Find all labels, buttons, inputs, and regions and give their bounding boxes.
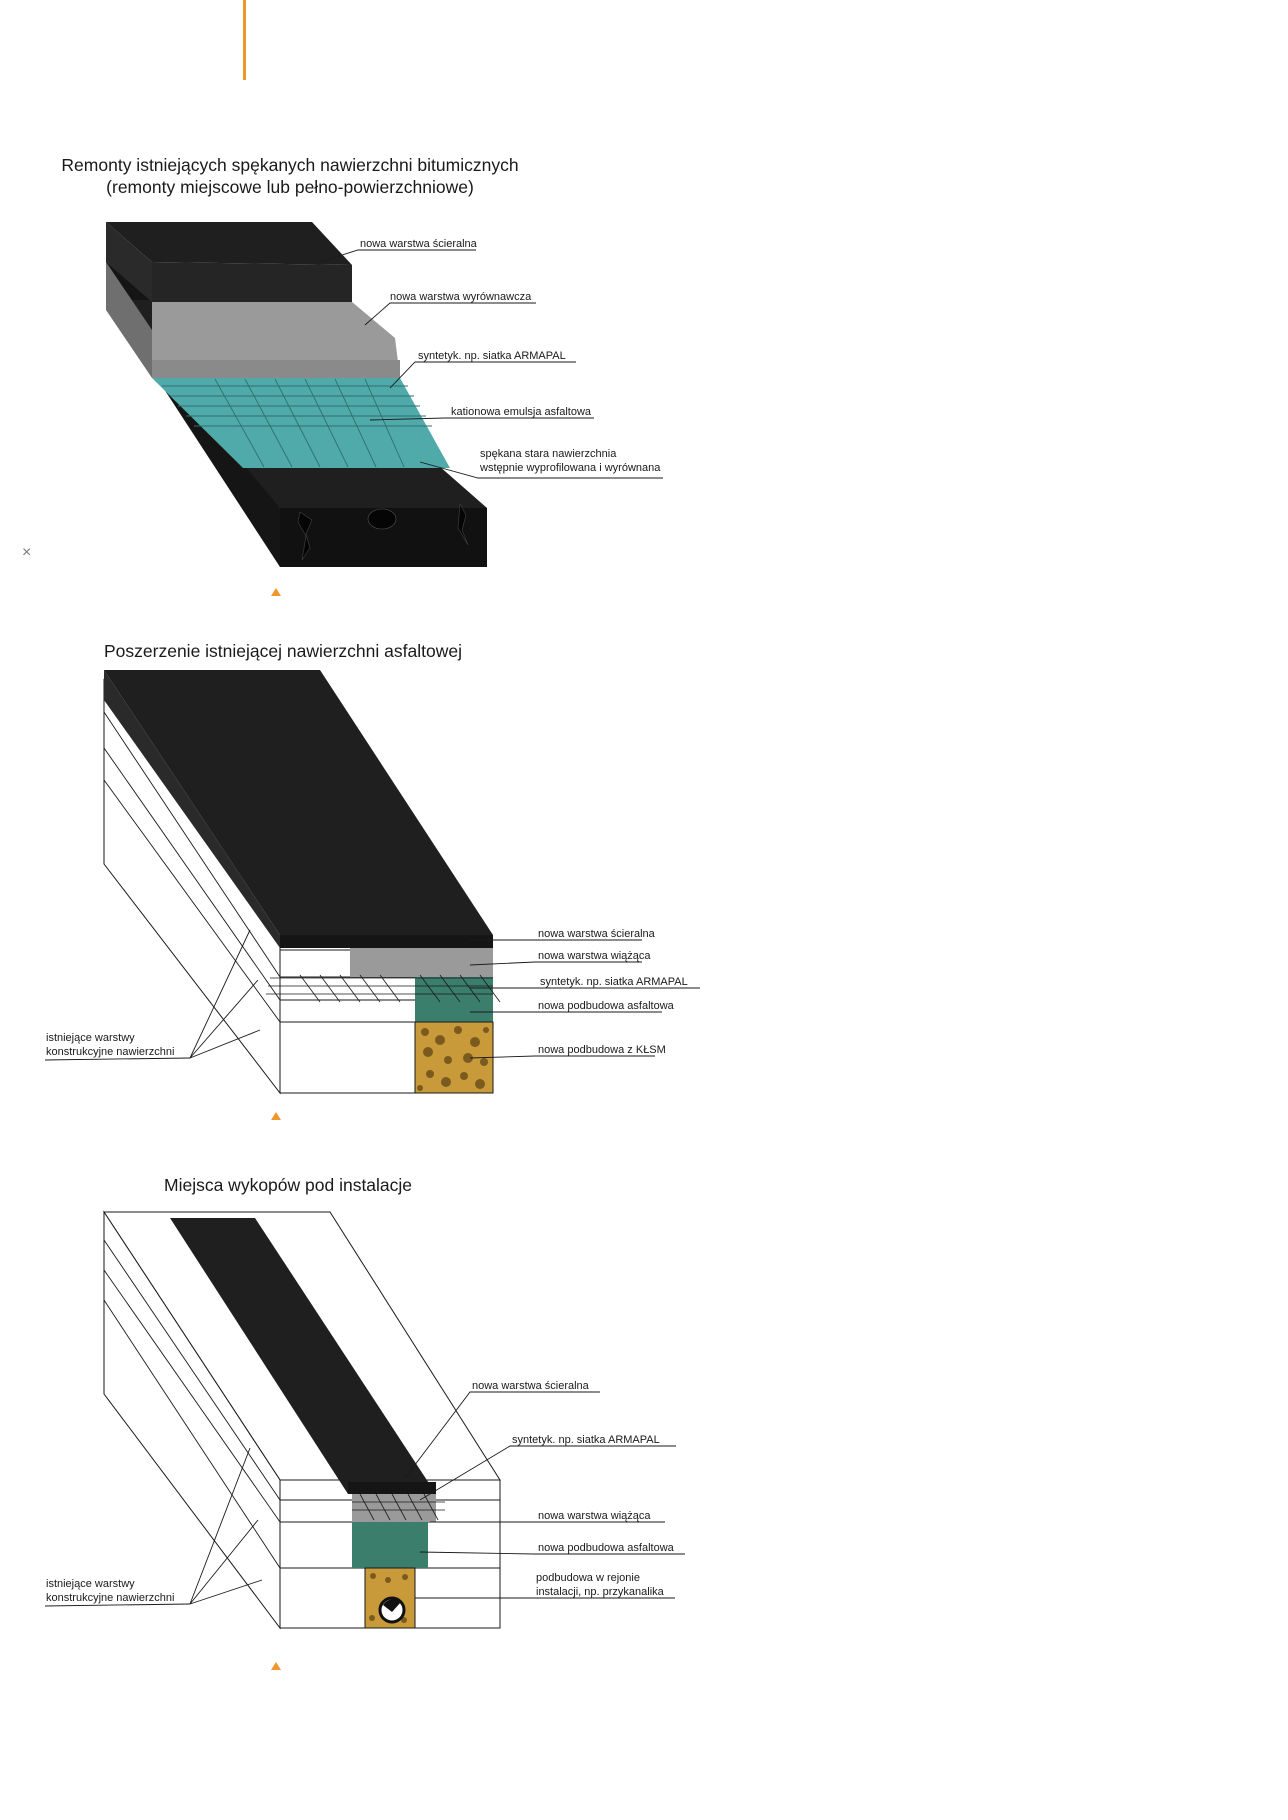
levelling-layer-top <box>152 302 400 378</box>
wearing-course-top <box>106 222 352 265</box>
figure-3-diagram: nowa warstwa ścieralna syntetyk. np. sia… <box>44 1210 685 1630</box>
old-pavement-front <box>280 508 487 567</box>
pipe-bedding-stones <box>369 1573 408 1623</box>
label-existing-layers-3-line-2: konstrukcyjne nawierzchni <box>46 1592 174 1604</box>
label-synthetic-mesh-3: syntetyk. np. siatka ARMAPAL <box>512 1434 660 1446</box>
new-binder-course <box>350 948 493 977</box>
new-asphalt-base <box>415 977 493 1022</box>
label-new-wearing-course-2: nowa warstwa ścieralna <box>538 928 656 940</box>
trench-wearing-course-front <box>348 1482 436 1494</box>
figure-2-title: Poszerzenie istniejącej nawierzchni asfa… <box>104 641 462 661</box>
accent-bar <box>243 0 246 80</box>
figure-2-leaders <box>44 929 700 1061</box>
figure-1-diagram: nowa warstwa ścieralna nowa warstwa wyró… <box>106 222 663 567</box>
armapal-mesh <box>162 378 432 468</box>
label-new-wearing-course: nowa warstwa ścieralna <box>360 238 478 250</box>
label-pipe-bedding-line-1: podbudowa w rejonie <box>536 1572 640 1584</box>
wearing-course-side <box>106 222 152 302</box>
label-cationic-emulsion: kationowa emulsja asfaltowa <box>451 406 592 418</box>
label-pipe-bedding-line-2: instalacji, np. przykanalika <box>536 1586 665 1598</box>
trench-wearing-course-top <box>170 1218 436 1494</box>
trench-asphalt-base <box>352 1522 428 1568</box>
label-new-binder-course-3: nowa warstwa wiążąca <box>538 1510 651 1522</box>
figure-1-title-line-1: Remonty istniejących spękanych nawierzch… <box>61 155 519 175</box>
wearing-course-front <box>152 262 352 302</box>
label-synthetic-mesh: syntetyk. np. siatka ARMAPAL <box>418 350 566 362</box>
figure-1-title: Remonty istniejących spękanych nawierzch… <box>40 154 540 198</box>
levelling-layer-front <box>152 360 400 378</box>
figure-1-title-line-2: (remonty miejscowe lub pełno-powierzchni… <box>106 177 474 197</box>
label-new-aggregate-base: nowa podbudowa z KŁSM <box>538 1044 666 1056</box>
crack-hole <box>367 508 397 530</box>
label-pre-profiled: wstępnie wyprofilowana i wyrównana <box>479 462 661 474</box>
label-cracked-old-surface: spękana stara nawierzchnia <box>480 448 617 460</box>
levelling-layer-side <box>106 262 152 378</box>
new-wearing-course-front <box>280 935 493 948</box>
crack-left <box>297 511 313 561</box>
label-existing-layers-line-2: konstrukcyjne nawierzchni <box>46 1046 174 1058</box>
figure-1-marker <box>271 588 281 596</box>
figure-2-diagram: nowa warstwa ścieralna nowa warstwa wiąż… <box>44 670 700 1095</box>
figure-3-leaders <box>44 1391 685 1607</box>
label-synthetic-mesh-2: syntetyk. np. siatka ARMAPAL <box>540 976 688 988</box>
pipe-shadow <box>383 1599 401 1612</box>
close-icon[interactable]: × <box>22 544 32 561</box>
new-wearing-course-top <box>104 670 493 935</box>
figure-3-title: Miejsca wykopów pod instalacje <box>164 1175 413 1195</box>
label-existing-layers-3-line-1: istniejące warstwy <box>46 1578 135 1590</box>
label-existing-layers-line-1: istniejące warstwy <box>46 1032 135 1044</box>
figure-2-marker <box>271 1112 281 1120</box>
label-new-levelling-course: nowa warstwa wyrównawcza <box>390 291 532 303</box>
label-new-binder-course: nowa warstwa wiążąca <box>538 950 651 962</box>
figure-1-leaders <box>319 249 663 479</box>
new-wearing-course-side <box>104 670 280 948</box>
figure-3-marker <box>271 1662 281 1670</box>
armapal-mesh-2 <box>266 974 501 1003</box>
label-new-asphalt-base: nowa podbudowa asfaltowa <box>538 1000 675 1012</box>
aggregate-stones <box>417 1026 489 1091</box>
label-new-asphalt-base-3: nowa podbudowa asfaltowa <box>538 1542 675 1554</box>
label-new-wearing-course-3: nowa warstwa ścieralna <box>472 1380 590 1392</box>
armapal-mesh-3 <box>352 1493 445 1521</box>
crack-right <box>457 502 469 546</box>
